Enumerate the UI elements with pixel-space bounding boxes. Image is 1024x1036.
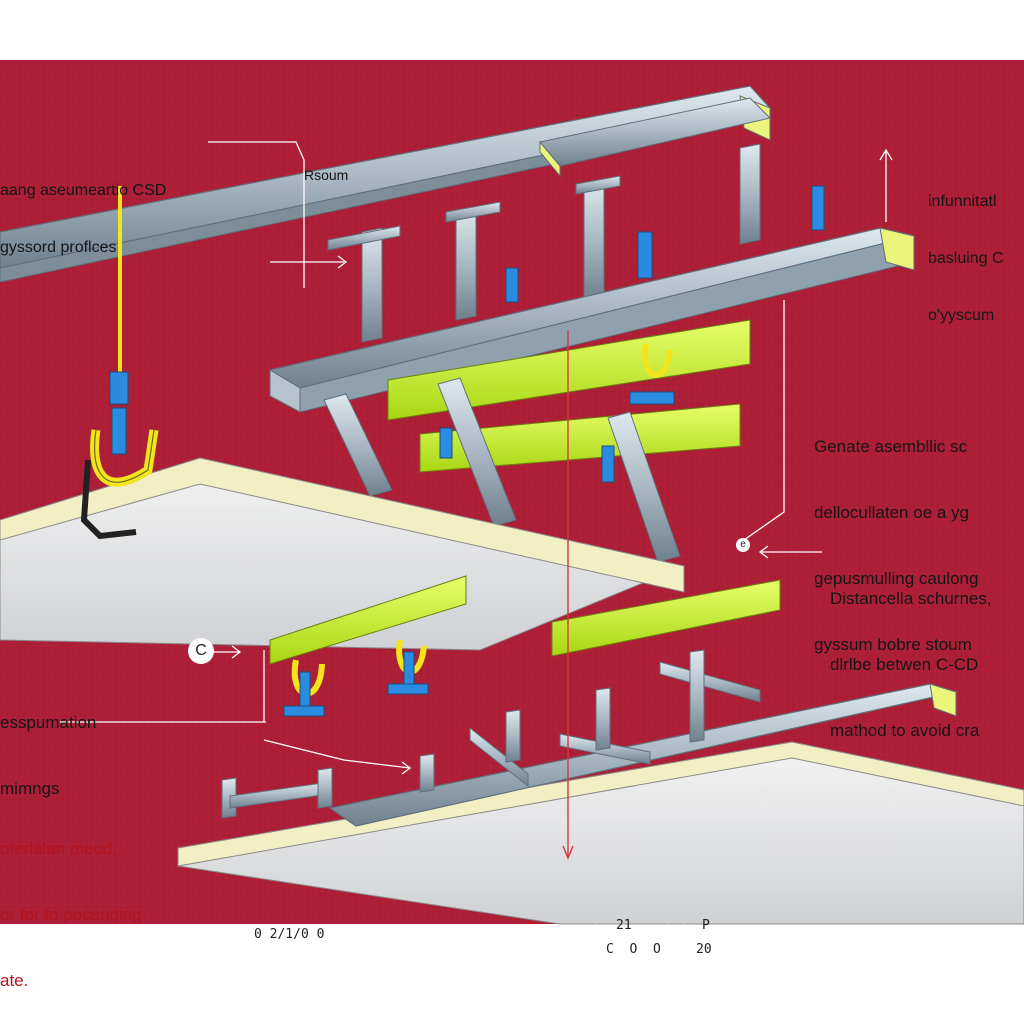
label-lower-right: Distancella schurnes, dlrlbe betwen C-CD…: [830, 544, 1024, 786]
lower-hanger-clips: [283, 639, 429, 717]
dimension-center-bottom: C O O: [606, 942, 661, 957]
hanger-clip-icon: [109, 371, 129, 405]
dimension-center-top: 21: [616, 918, 632, 933]
green-profile-lower: [419, 403, 741, 473]
label-top-right-line-2: basluing C: [928, 250, 1004, 267]
label-top-left-line-1: aang aseumeartio CSD: [0, 182, 167, 199]
dimension-left: 0 2/1/0 0: [254, 927, 325, 942]
label-top-right-line-1: infunnitatl: [928, 193, 997, 210]
label-mid-right-line-1: Genate asembllic sc: [814, 437, 968, 456]
label-left-mid-line-2: mimngs: [0, 779, 60, 798]
label-lower-right-line-1: Distancella schurnes,: [830, 589, 992, 608]
label-left-mid-line-1: esspumation: [0, 713, 97, 732]
label-mid-right: Genate asembllic sc dellocullaten oe a y…: [814, 392, 1024, 700]
label-mid-right-line-2: dellocullaten oe a yg: [814, 503, 970, 522]
label-bottom-left-line-2: or for to pocanging: [0, 905, 142, 924]
label-top-right-line-3: o'yyscum: [928, 307, 995, 324]
green-profile-lower-right: [551, 579, 781, 657]
label-lower-right-line-2: dlrlbe betwen C-CD: [830, 655, 979, 674]
dimension-right-top: P: [702, 918, 710, 933]
label-top-left: aang aseumeartio CSD gyssord proflces: [0, 143, 208, 295]
diagonal-legs: [323, 377, 681, 563]
label-mid-right-line-4: gyssum bobre stoum: [814, 635, 972, 654]
green-profile-lower-left: [269, 575, 467, 665]
leader-lines: [60, 141, 893, 960]
label-bottom-left: oferlalan meod, or for to pocanging ate.: [0, 794, 180, 1036]
label-bottom-left-line-3: ate.: [0, 971, 29, 990]
badge-lower-right: e: [736, 538, 750, 552]
label-top-left-line-2: gyssord proflces: [0, 239, 117, 256]
label-top-center: Rsoum: [304, 167, 349, 183]
upper-hanger-clips: [439, 185, 825, 483]
green-profile-upper: [387, 319, 751, 421]
label-left-mid: esspumation mimngs: [0, 668, 130, 844]
dimension-right-bottom: 20: [696, 942, 712, 957]
badge-left-c: C: [188, 638, 214, 664]
lower-cross-members: [221, 649, 761, 819]
label-top-right: infunnitatl basluing C o'yyscum: [928, 154, 1024, 363]
label-lower-right-line-3: mathod to avoid cra: [830, 721, 980, 740]
label-mid-right-line-3: gepusmulling caulong: [814, 569, 979, 588]
label-bottom-left-line-1: oferlalan meod,: [0, 839, 118, 858]
upper-vertical-studs: [327, 143, 761, 343]
